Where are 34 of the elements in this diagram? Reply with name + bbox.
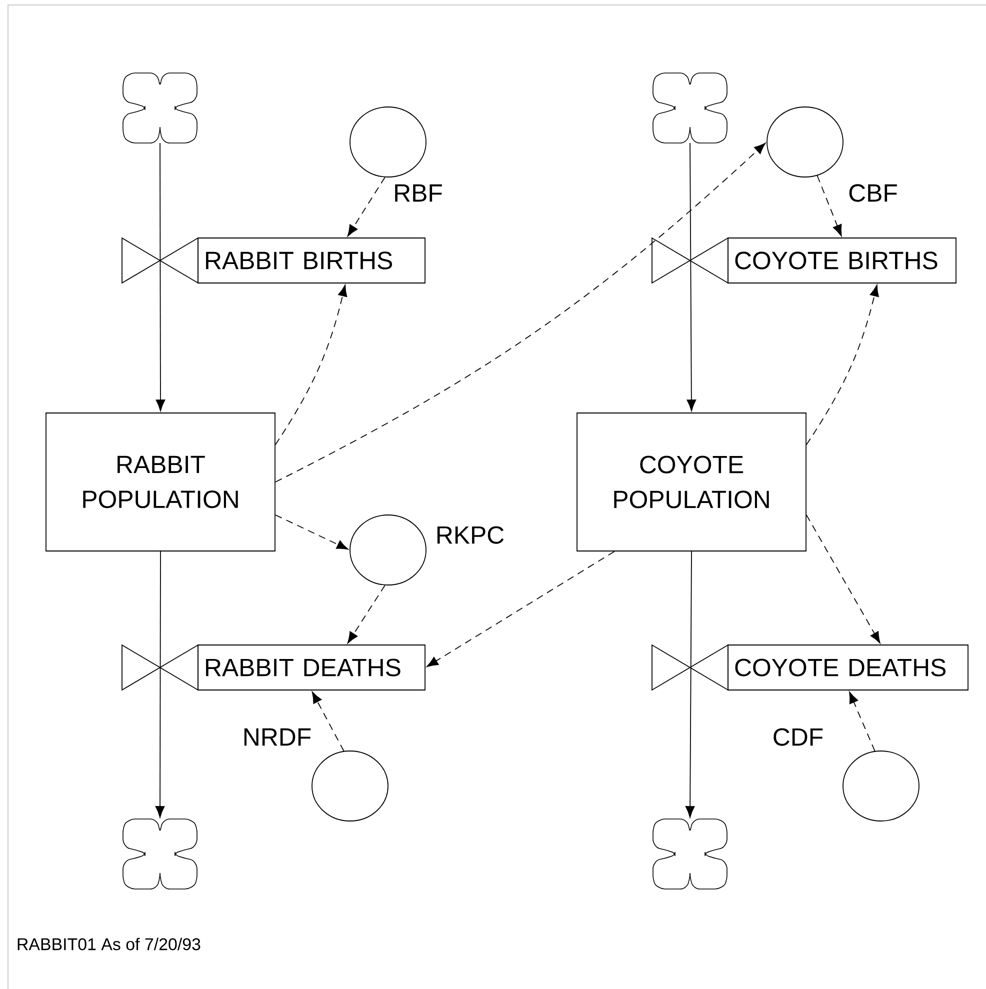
arrow <box>806 284 879 446</box>
variable-label: NRDF <box>244 728 311 746</box>
arrow <box>275 284 348 446</box>
stock-box: RABBIT POPULATION <box>46 412 276 552</box>
arrow <box>312 692 344 752</box>
arrow <box>347 176 386 236</box>
arrow <box>347 584 386 644</box>
cloud-symbol <box>122 818 198 890</box>
arrow <box>426 551 615 667</box>
cloud-symbol <box>652 72 728 144</box>
auxiliary-circle <box>350 514 426 586</box>
auxiliary-circle <box>842 750 920 822</box>
variable-label: RKPC <box>437 526 504 544</box>
stock-box: COYOTE POPULATION <box>576 412 806 552</box>
rate-box: COYOTE DEATHS <box>728 644 968 690</box>
auxiliary-circle <box>766 106 844 178</box>
variable-label: CDF <box>774 728 823 746</box>
variable-label: CBF <box>849 184 897 202</box>
arrow <box>275 142 766 482</box>
cloud-symbol <box>652 818 728 890</box>
arrow <box>685 551 695 818</box>
rate-box: RABBIT BIRTHS <box>198 238 426 284</box>
arrow <box>849 692 876 752</box>
arrow <box>155 551 165 818</box>
arrow <box>806 514 880 644</box>
arrow <box>816 175 842 236</box>
auxiliary-circle <box>312 750 388 822</box>
variable-label: RBF <box>395 184 442 202</box>
footer-note: RABBIT01 As of 7/20/93 <box>18 938 200 950</box>
rate-box: COYOTE BIRTHS <box>728 238 956 284</box>
arrow <box>275 514 348 550</box>
cloud-symbol <box>122 72 198 144</box>
auxiliary-circle <box>350 106 426 178</box>
rate-box: RABBIT DEATHS <box>198 644 426 690</box>
